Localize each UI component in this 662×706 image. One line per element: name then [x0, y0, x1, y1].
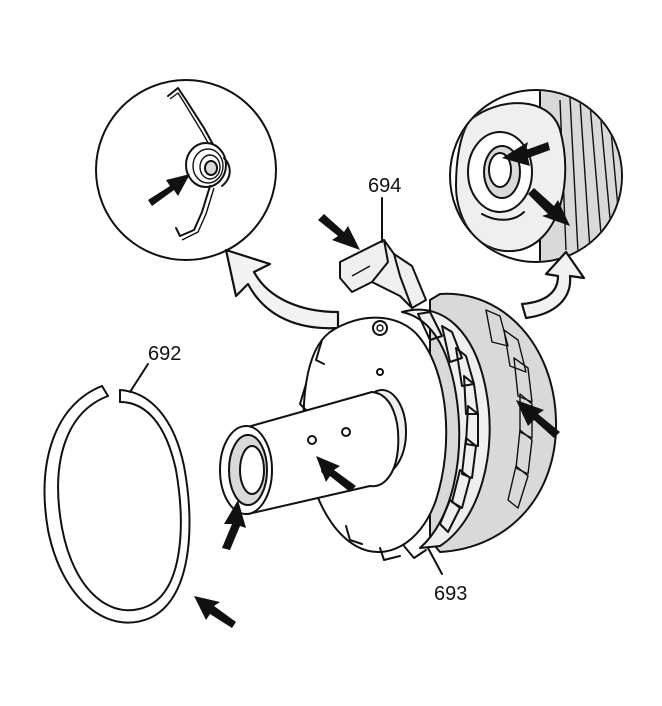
curved-callout-arrow-icon [224, 248, 340, 330]
leader-line-692 [129, 363, 149, 393]
label-692: 692 [148, 343, 181, 365]
arrow-icon [318, 214, 360, 250]
retaining-ring [43, 385, 191, 624]
pawl [339, 239, 427, 309]
curved-callout-arrow-icon [520, 250, 586, 320]
label-693: 693 [434, 583, 467, 605]
spring-detail-inset [95, 79, 277, 261]
torsion-spring-icon [185, 142, 231, 188]
label-694: 694 [368, 175, 401, 197]
arrow-icon [222, 500, 246, 550]
arrow-icon [316, 456, 356, 492]
spring-wire-upper [167, 87, 217, 151]
arrow-icon [516, 400, 560, 438]
arrow-icon [502, 142, 550, 166]
arrow-icon [148, 174, 190, 206]
hub-assembly [219, 292, 558, 561]
spring-wire-lower [175, 185, 211, 237]
hub-detail-inset [449, 89, 623, 263]
leader-line-693 [427, 547, 443, 575]
arrow-icon [194, 596, 236, 628]
arrow-icon [528, 188, 570, 226]
